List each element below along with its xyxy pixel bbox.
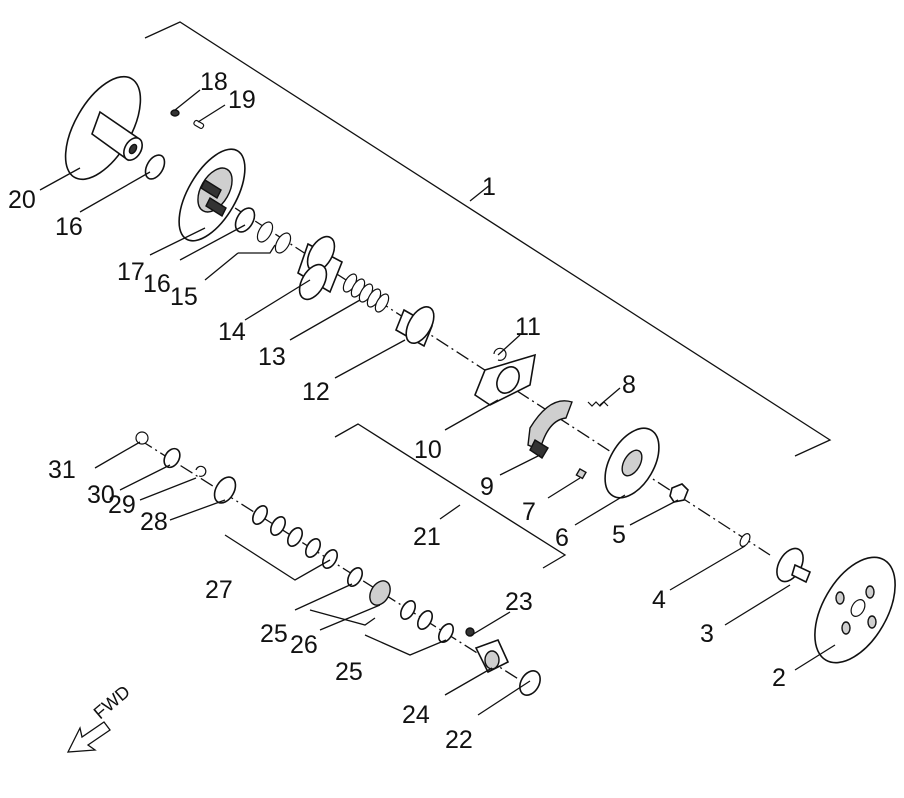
callout-10: 10 [414,436,442,464]
part-15-o-rings [256,221,292,254]
callout-3: 3 [700,620,714,648]
callout-5: 5 [612,521,626,549]
part-17-drive-face [178,148,246,242]
callout-7: 7 [522,498,536,526]
part-24-bracket [474,638,510,674]
leader-lines [39,89,836,716]
callout-19: 19 [228,86,256,114]
callout-28: 28 [140,508,168,536]
part-7-pin [575,467,587,480]
callout-11: 11 [515,313,541,341]
part-14-collar [297,235,344,301]
part-2-clutch-bell [814,556,896,664]
callout-17: 17 [117,258,145,286]
part-16-ring-a [144,154,166,180]
callout-26: 26 [290,631,318,659]
callout-labels: 1 2 3 4 5 6 7 8 9 10 11 12 13 14 15 16 1… [8,68,786,754]
callout-8: 8 [622,371,636,399]
part-20-pulley-face [64,75,143,181]
callout-2: 2 [772,664,786,692]
part-4-o-ring [739,533,751,547]
part-26-bushing [369,580,391,606]
callout-9: 9 [480,473,494,501]
forward-direction-arrow: FWD [66,681,134,753]
callout-15: 15 [170,283,198,311]
callout-14: 14 [218,318,246,346]
callout-16-b: 16 [143,270,171,298]
part-19-pin [193,119,205,129]
part-25-washer-a [346,567,364,587]
callout-25-b: 25 [335,658,363,686]
part-6-clutch-plate [604,427,660,499]
callout-4: 4 [652,586,666,614]
part-13-spring [342,273,390,313]
part-30-washer [163,447,181,469]
part-29-clip [195,465,207,477]
part-31-lock-ring [135,431,149,445]
callout-1: 1 [482,173,496,201]
callout-21: 21 [413,523,441,551]
callout-29: 29 [108,491,136,519]
axis-lines [139,194,771,681]
part-10-plate [474,353,537,406]
callout-16-a: 16 [55,213,83,241]
part-16-ring-b [234,207,256,233]
callout-25-a: 25 [260,620,288,648]
assembly-bracket-21 [334,423,567,569]
callout-18: 18 [200,68,228,96]
part-9-clutch-shoes [527,400,573,459]
callout-22: 22 [445,726,473,754]
part-18-nut [170,109,180,117]
callout-23: 23 [505,588,533,616]
assembly-bracket-1 [144,21,832,457]
part-27-washers [251,505,339,569]
part-3-hub [776,547,812,584]
fwd-label: FWD [90,681,134,723]
callout-24: 24 [402,701,430,729]
callout-27: 27 [205,576,233,604]
callout-31: 31 [48,456,76,484]
callout-13: 13 [258,343,286,371]
part-22-washer [519,670,541,696]
part-8-spring [587,401,609,407]
callout-20: 20 [8,186,36,214]
part-5-washer [669,483,689,503]
part-28-washer [213,476,237,504]
part-11-clip [493,347,507,361]
callout-30: 30 [87,481,115,509]
part-25-washers-b [399,600,455,643]
part-12-cup [394,306,435,348]
callout-12: 12 [302,378,330,406]
callout-6: 6 [555,524,569,552]
